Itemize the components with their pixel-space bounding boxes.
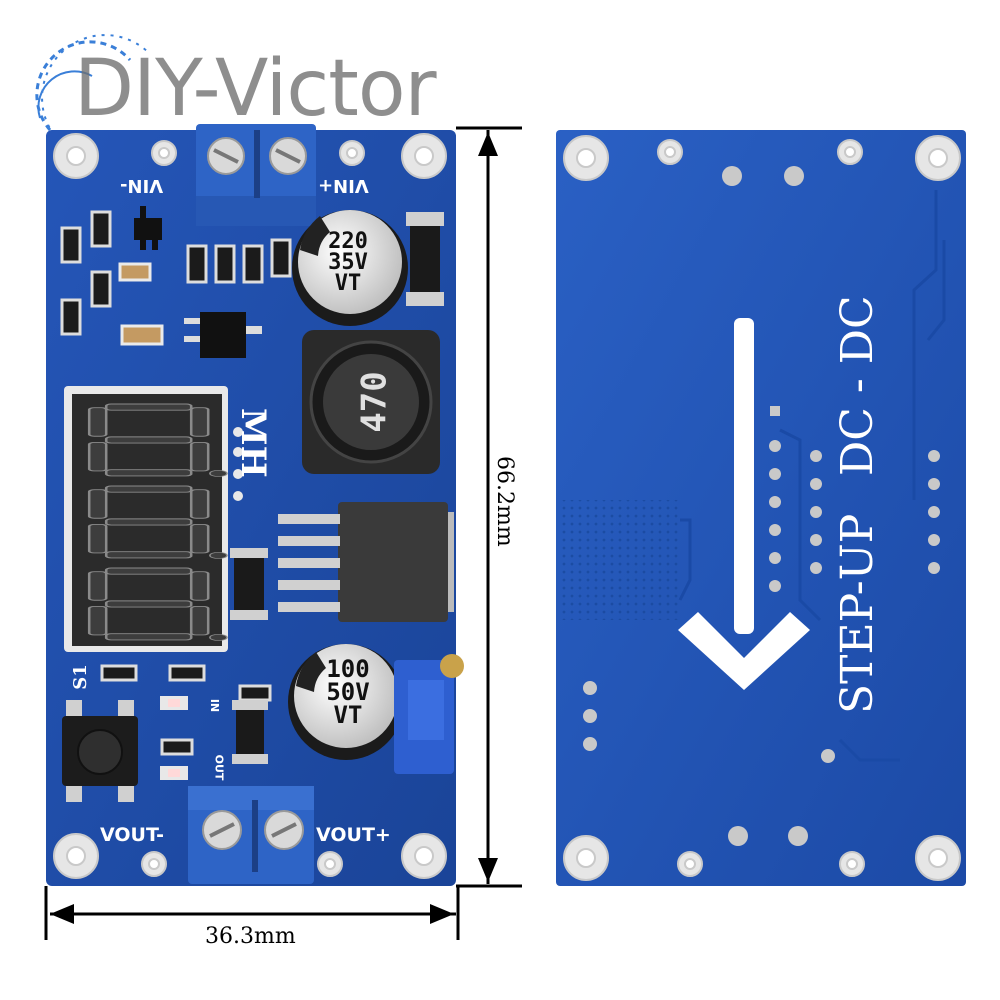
label-in: IN <box>208 698 222 713</box>
back-traces <box>678 190 946 762</box>
cap-220-voltage: 35V <box>328 249 368 275</box>
schottky-diode <box>230 548 268 620</box>
display-decimal-point <box>209 470 228 477</box>
display-segment <box>104 403 193 411</box>
label-vout-plus: VOUT+ <box>316 824 391 846</box>
label-dc-dc: DC - DC <box>832 295 883 476</box>
dimension-lines <box>44 126 522 940</box>
ceramic-caps <box>118 262 164 346</box>
cap-100-value: 100 <box>326 655 370 683</box>
cap-220-value: 220 <box>328 229 368 254</box>
cap-100-series: VT <box>333 700 363 729</box>
solder-pads <box>583 166 940 846</box>
capacitor-220-label: 220 35V VT <box>318 229 378 296</box>
front-pcb <box>46 124 464 886</box>
display-segment <box>87 523 108 554</box>
cap-220-series: VT <box>334 270 362 296</box>
diode-output <box>232 700 268 764</box>
label-vout-minus: VOUT- <box>100 824 165 846</box>
diode-top <box>406 212 444 306</box>
direction-arrow <box>678 318 810 690</box>
input-terminal-block <box>196 124 316 226</box>
dimension-height: 66.2mm <box>492 456 517 547</box>
label-brand: MH <box>233 408 273 478</box>
ic-chip <box>278 502 454 622</box>
display-segment <box>189 407 210 437</box>
display-digits <box>87 403 228 641</box>
potentiometer <box>394 654 464 774</box>
tactile-switch <box>62 700 138 802</box>
display-segment <box>87 441 108 472</box>
display-segment <box>87 407 108 437</box>
display-segment <box>104 567 193 575</box>
display-segment <box>87 605 108 636</box>
label-out: OUT <box>212 754 226 781</box>
cap-100-voltage: 50V <box>326 677 370 706</box>
label-step-up: STEP-UP <box>832 513 883 714</box>
display-decimal-point <box>209 634 228 641</box>
smd-transistors <box>134 206 262 358</box>
display-digit <box>87 485 228 559</box>
display-segment <box>104 551 193 559</box>
inductor-470 <box>302 330 440 474</box>
display-segment <box>189 605 210 636</box>
display-segment <box>104 633 193 641</box>
display-segment <box>104 600 193 608</box>
label-switch: S1 <box>69 664 91 690</box>
watermark-text: DIY-Victor <box>74 44 437 134</box>
capacitor-220uf <box>292 210 408 326</box>
label-vin-plus: VIN+ <box>318 175 369 196</box>
display-segment <box>189 489 210 519</box>
label-vin-minus: VIN- <box>120 175 164 196</box>
back-holes <box>563 135 961 881</box>
display-segment <box>189 571 210 601</box>
leds <box>160 696 188 780</box>
display-segment <box>104 436 193 444</box>
capacitor-100-label: 100 50V VT <box>318 655 378 729</box>
display-segment <box>87 489 108 519</box>
header-pads <box>233 427 243 501</box>
back-pcb <box>556 130 966 886</box>
dimension-width: 36.3mm <box>205 924 296 949</box>
smd-resistors <box>60 210 292 756</box>
capacitor-100uf <box>288 644 404 760</box>
mounting-holes <box>53 133 447 879</box>
display-digit <box>87 403 228 477</box>
display-digit <box>87 567 228 641</box>
display-segment <box>104 469 193 477</box>
display-segment <box>104 485 193 493</box>
inductor-label: 470 <box>354 371 395 433</box>
output-terminal-block <box>188 786 314 884</box>
display-segment <box>189 441 210 472</box>
display-segment <box>189 523 210 554</box>
display-segment <box>87 571 108 601</box>
display-decimal-point <box>209 552 228 559</box>
display-segment <box>104 518 193 526</box>
watermark-logo <box>35 34 151 143</box>
